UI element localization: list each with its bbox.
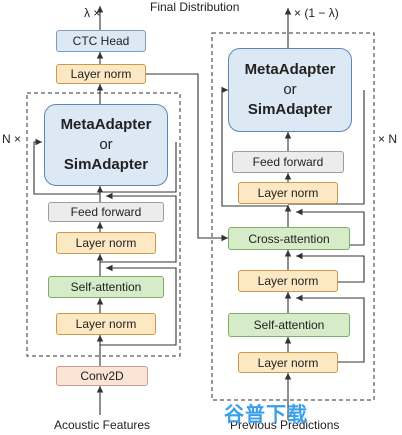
encoder-block-border xyxy=(26,92,181,357)
decoder-layer-norm-1-box: Layer norm xyxy=(238,352,338,373)
decoder-block-border xyxy=(211,32,375,401)
encoder-top-layer-norm-box: Layer norm xyxy=(56,64,146,84)
decoder-self-attention-box: Self-attention xyxy=(228,313,350,337)
encoder-layer-norm-2-box: Layer norm xyxy=(56,232,156,254)
decoder-feed-forward-box: Feed forward xyxy=(232,151,344,173)
decoder-layer-norm-3-box: Layer norm xyxy=(238,182,338,204)
final-distribution-label: Final Distribution xyxy=(150,0,240,14)
encoder-self-attention-box: Self-attention xyxy=(48,276,164,298)
decoder-layer-norm-2-box: Layer norm xyxy=(238,270,338,292)
encoder-adapter-line2: SimAdapter xyxy=(63,156,149,173)
decoder-adapter-line1: MetaAdapter xyxy=(244,61,336,78)
encoder-adapter-line1: MetaAdapter xyxy=(60,116,152,133)
previous-predictions-label: Previous Predictions xyxy=(230,418,340,432)
encoder-repeat-label: N × xyxy=(2,132,22,146)
decoder-repeat-label: × N xyxy=(378,132,398,146)
decoder-adapter-line2: SimAdapter xyxy=(247,101,333,118)
acoustic-features-label: Acoustic Features xyxy=(54,418,151,432)
watermark-logo: 谷普下载 xyxy=(224,404,308,426)
ctc-head-box: CTC Head xyxy=(56,30,146,52)
decoder-adapter-or: or xyxy=(283,81,297,98)
conv2d-box: Conv2D xyxy=(56,366,148,386)
encoder-feed-forward-box: Feed forward xyxy=(48,202,164,222)
encoder-adapter-or: or xyxy=(99,136,113,153)
decoder-adapter-box: MetaAdapter or SimAdapter xyxy=(228,48,352,132)
decoder-weight-label: × (1 − λ) xyxy=(294,6,339,20)
encoder-layer-norm-1-box: Layer norm xyxy=(56,313,156,335)
ctc-weight-label: λ × xyxy=(84,6,101,20)
encoder-adapter-box: MetaAdapter or SimAdapter xyxy=(44,104,168,186)
cross-attention-box: Cross-attention xyxy=(228,227,350,250)
